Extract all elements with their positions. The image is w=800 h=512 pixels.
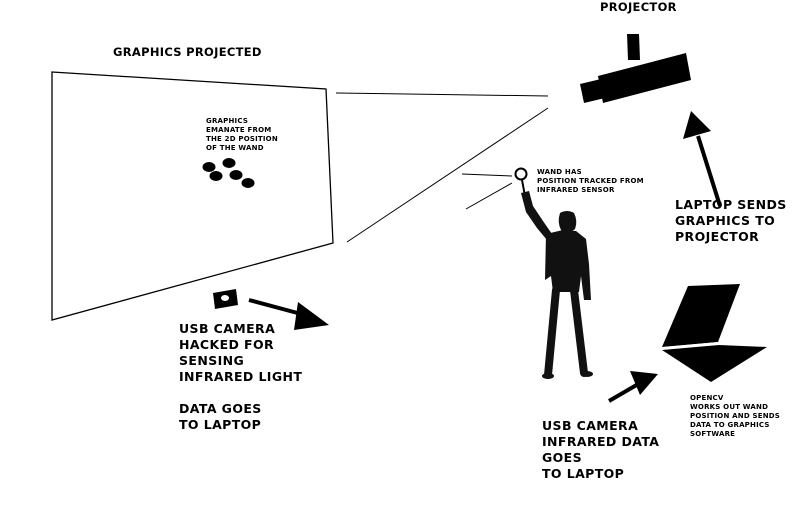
graphics-dot: [209, 171, 223, 181]
torso: [545, 230, 591, 300]
label-graphics-projected: GRAPHICS PROJECTED: [113, 45, 262, 59]
projector-icon: [580, 34, 691, 103]
wand-tip: [514, 167, 528, 181]
graphics-dot: [202, 162, 216, 172]
graphics-dot: [222, 158, 236, 168]
wand-icon: [514, 167, 528, 197]
arrow-head-laptop-to-projector: [683, 111, 711, 139]
wand-motion-line: [465, 182, 513, 210]
usb-camera-icon: [213, 289, 238, 309]
left-shoe: [542, 373, 554, 379]
beam-line-bottom: [346, 107, 549, 243]
wand-motion-line: [461, 173, 513, 177]
label-usb-camera-hacked: USB CAMERA HACKED FOR SENSING INFRARED L…: [179, 321, 303, 384]
projector-lens: [580, 79, 605, 103]
arrow-shaft-camera-to-laptop: [248, 298, 306, 317]
projection-screen: [51, 71, 334, 321]
graphics-dots: [202, 158, 255, 188]
left-leg: [544, 286, 560, 379]
label-usb-camera-infrared: USB CAMERA INFRARED DATA GOES TO LAPTOP: [542, 418, 660, 481]
laptop-icon: [662, 284, 767, 382]
laptop-screen: [662, 284, 740, 347]
arrow-shaft-laptop-to-projector: [696, 135, 722, 207]
graphics-dot: [241, 178, 255, 188]
label-projector: PROJECTOR: [600, 0, 677, 14]
person-silhouette: [521, 191, 593, 379]
head: [558, 211, 577, 233]
projector-mount: [627, 34, 640, 60]
beam-line-top: [335, 92, 549, 97]
laptop-base: [662, 345, 767, 382]
right-leg: [570, 286, 588, 377]
right-shoe: [581, 371, 593, 377]
label-laptop-sends: LAPTOP SENDS GRAPHICS TO PROJECTOR: [675, 197, 787, 244]
graphics-dot: [229, 170, 243, 180]
arrow-head-camera-to-laptop: [294, 302, 329, 330]
label-data-goes: DATA GOES TO LAPTOP: [179, 401, 262, 432]
label-graphics-emanate: GRAPHICS EMANATE FROM THE 2D POSITION OF…: [206, 117, 278, 152]
arrow-shaft-to-laptop: [607, 381, 642, 403]
laptop-hinge: [662, 342, 720, 349]
camera-lens: [221, 295, 229, 301]
projector-body: [598, 53, 691, 103]
arrows: [248, 111, 722, 403]
label-opencv: OPENCV WORKS OUT WAND POSITION AND SENDS…: [690, 394, 781, 438]
arrow-head-to-laptop: [630, 371, 658, 395]
raised-arm: [521, 191, 552, 240]
label-wand-tracked: WAND HAS POSITION TRACKED FROM INFRARED …: [537, 168, 644, 194]
